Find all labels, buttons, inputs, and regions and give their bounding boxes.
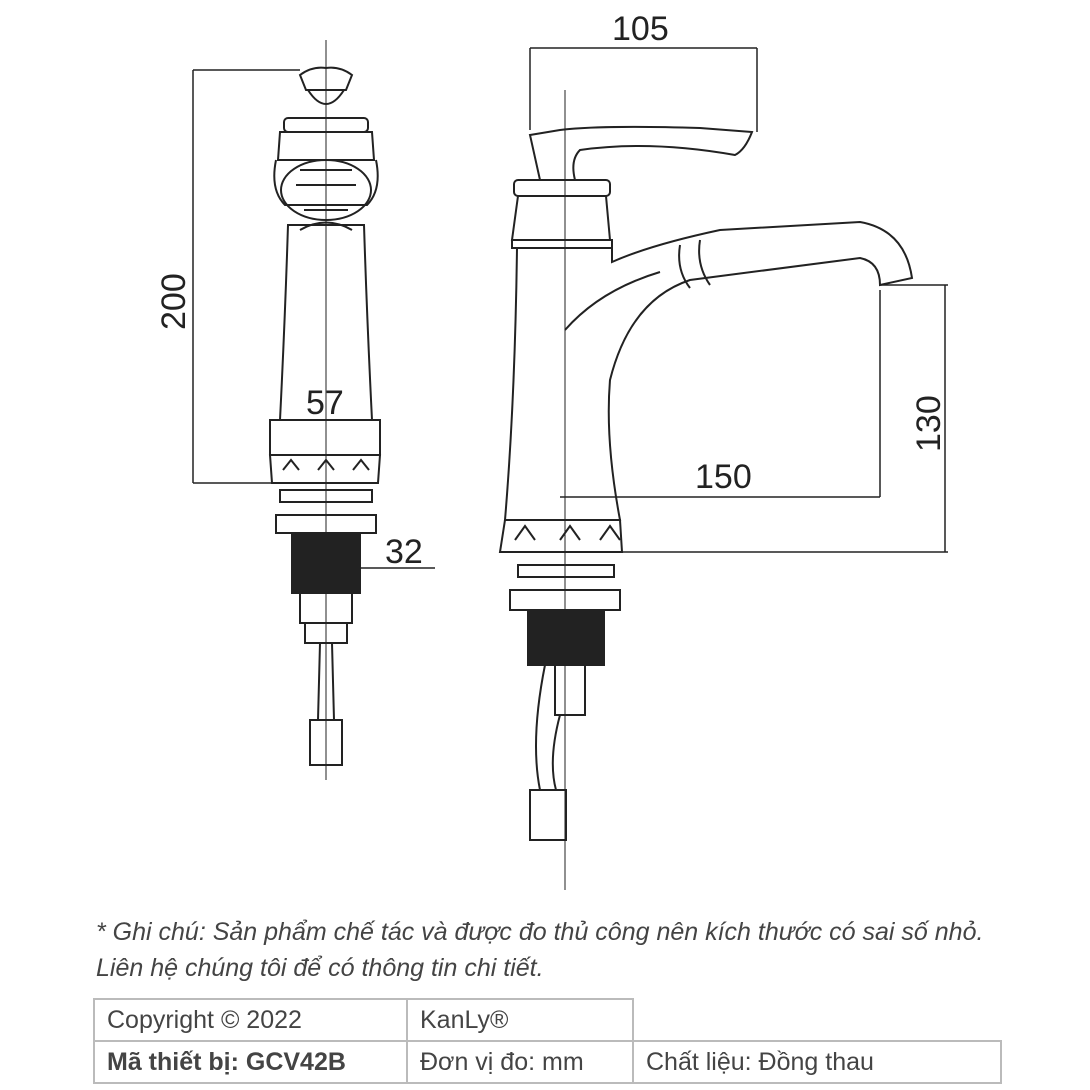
dimension-32: 32 xyxy=(385,533,423,571)
dimension-lines-side xyxy=(529,47,948,553)
dimension-lines-front xyxy=(192,69,435,569)
model-cell: Mã thiết bị: GCV42B xyxy=(93,1040,408,1084)
dimension-130: 130 xyxy=(910,395,948,452)
copyright-cell: Copyright © 2022 xyxy=(93,998,408,1042)
dimension-105: 105 xyxy=(612,10,669,48)
dimension-57: 57 xyxy=(306,384,344,422)
info-table: Copyright © 2022 KanLy® Mã thiết bị: GCV… xyxy=(93,998,1002,1084)
note-text: * Ghi chú: Sản phẩm chế tác và được đo t… xyxy=(96,918,984,982)
dimension-150: 150 xyxy=(695,458,752,496)
faucet-technical-drawing: 200 57 32 105 130 150 xyxy=(155,10,948,890)
material-cell: Chất liệu: Đồng thau xyxy=(632,1040,1002,1084)
dimension-200: 200 xyxy=(155,273,193,330)
side-view xyxy=(498,90,914,890)
unit-cell: Đơn vị đo: mm xyxy=(406,1040,634,1084)
brand-cell: KanLy® xyxy=(406,998,634,1042)
empty-cell xyxy=(632,999,1001,1042)
